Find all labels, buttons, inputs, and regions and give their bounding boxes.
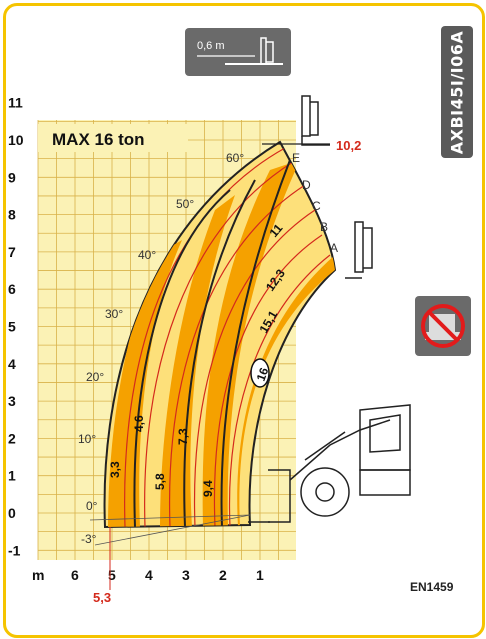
load-envelope (103, 140, 337, 529)
no-outriggers-badge (415, 296, 471, 356)
angle-20: 20° (86, 370, 104, 384)
zone-5-8 (160, 195, 235, 527)
zone-loads: 3,3 4,6 5,8 7,3 9,4 (108, 415, 215, 497)
y-tick-label: 2 (8, 430, 16, 446)
y-tick-label: 6 (8, 281, 16, 297)
zone-9-4 (202, 160, 300, 527)
model-badge: AXBI45I/I06A (441, 26, 473, 158)
y-tick-label: 7 (8, 244, 16, 260)
fork-icon (197, 37, 283, 65)
y-tick-label: -1 (8, 542, 21, 558)
machine-icon (248, 404, 411, 523)
x-axis-labels: m 6 5 4 3 2 1 (32, 567, 264, 583)
angle-60: 60° (226, 151, 244, 165)
certificate-label: EN1459 (410, 580, 454, 594)
max-height-label: 10,2 (336, 138, 361, 153)
title-box (38, 124, 188, 152)
angle-40: 40° (138, 248, 156, 262)
angle-50: 50° (176, 197, 194, 211)
load-5-8: 5,8 (153, 473, 167, 490)
y-tick-label: 4 (8, 356, 16, 372)
angle-0: 0° (86, 499, 98, 513)
ext-b: B (320, 220, 328, 234)
angle-rays (89, 514, 251, 546)
angle-10: 10° (78, 432, 96, 446)
y-tick-label: 5 (8, 319, 16, 335)
x-tick-label: 3 (182, 567, 190, 583)
prohibited-icon (421, 304, 465, 348)
load-7-3: 7,3 (176, 428, 190, 445)
y-tick-label: 1 (8, 468, 16, 484)
y-tick-label: 0 (8, 505, 16, 521)
fork-top-icon (301, 95, 330, 146)
load-3-3: 3,3 (108, 461, 122, 478)
arc-16-oval (250, 358, 270, 388)
x-tick-label: 4 (145, 567, 153, 583)
ext-c: C (312, 199, 321, 213)
load-4-6: 4,6 (132, 415, 146, 432)
extension-marks: E D C B A (292, 151, 338, 255)
chart-title: MAX 16 ton (52, 130, 145, 149)
y-tick-label: 10 (8, 132, 24, 148)
load-9-4: 9,4 (201, 480, 215, 497)
max-reach-label: 5,3 (93, 590, 111, 605)
y-tick-label: 11 (8, 95, 23, 111)
fork-length-label: 0,6 m (197, 40, 225, 52)
fork-mid-icon (345, 221, 373, 279)
angle-30: 30° (105, 307, 123, 321)
model-label: AXBI45I/I06A (447, 30, 467, 154)
x-tick-label: 1 (256, 567, 264, 583)
ext-a: A (330, 241, 338, 255)
x-tick-label: m (32, 567, 44, 583)
angle-labels: 60° 50° 40° 30° 20° 10° 0° -3° (78, 151, 244, 546)
x-tick-label: 2 (219, 567, 227, 583)
arc-16: 16 (254, 365, 272, 383)
y-tick-label: 8 (8, 207, 16, 223)
angle-minus3: -3° (81, 532, 97, 546)
ext-d: D (302, 178, 311, 192)
y-tick-label: 9 (8, 169, 16, 185)
x-tick-label: 6 (71, 567, 79, 583)
y-tick-label: 3 (8, 393, 16, 409)
x-tick-label: 5 (108, 567, 116, 583)
ext-e: E (292, 151, 300, 165)
fork-length-badge: 0,6 m (185, 28, 291, 76)
